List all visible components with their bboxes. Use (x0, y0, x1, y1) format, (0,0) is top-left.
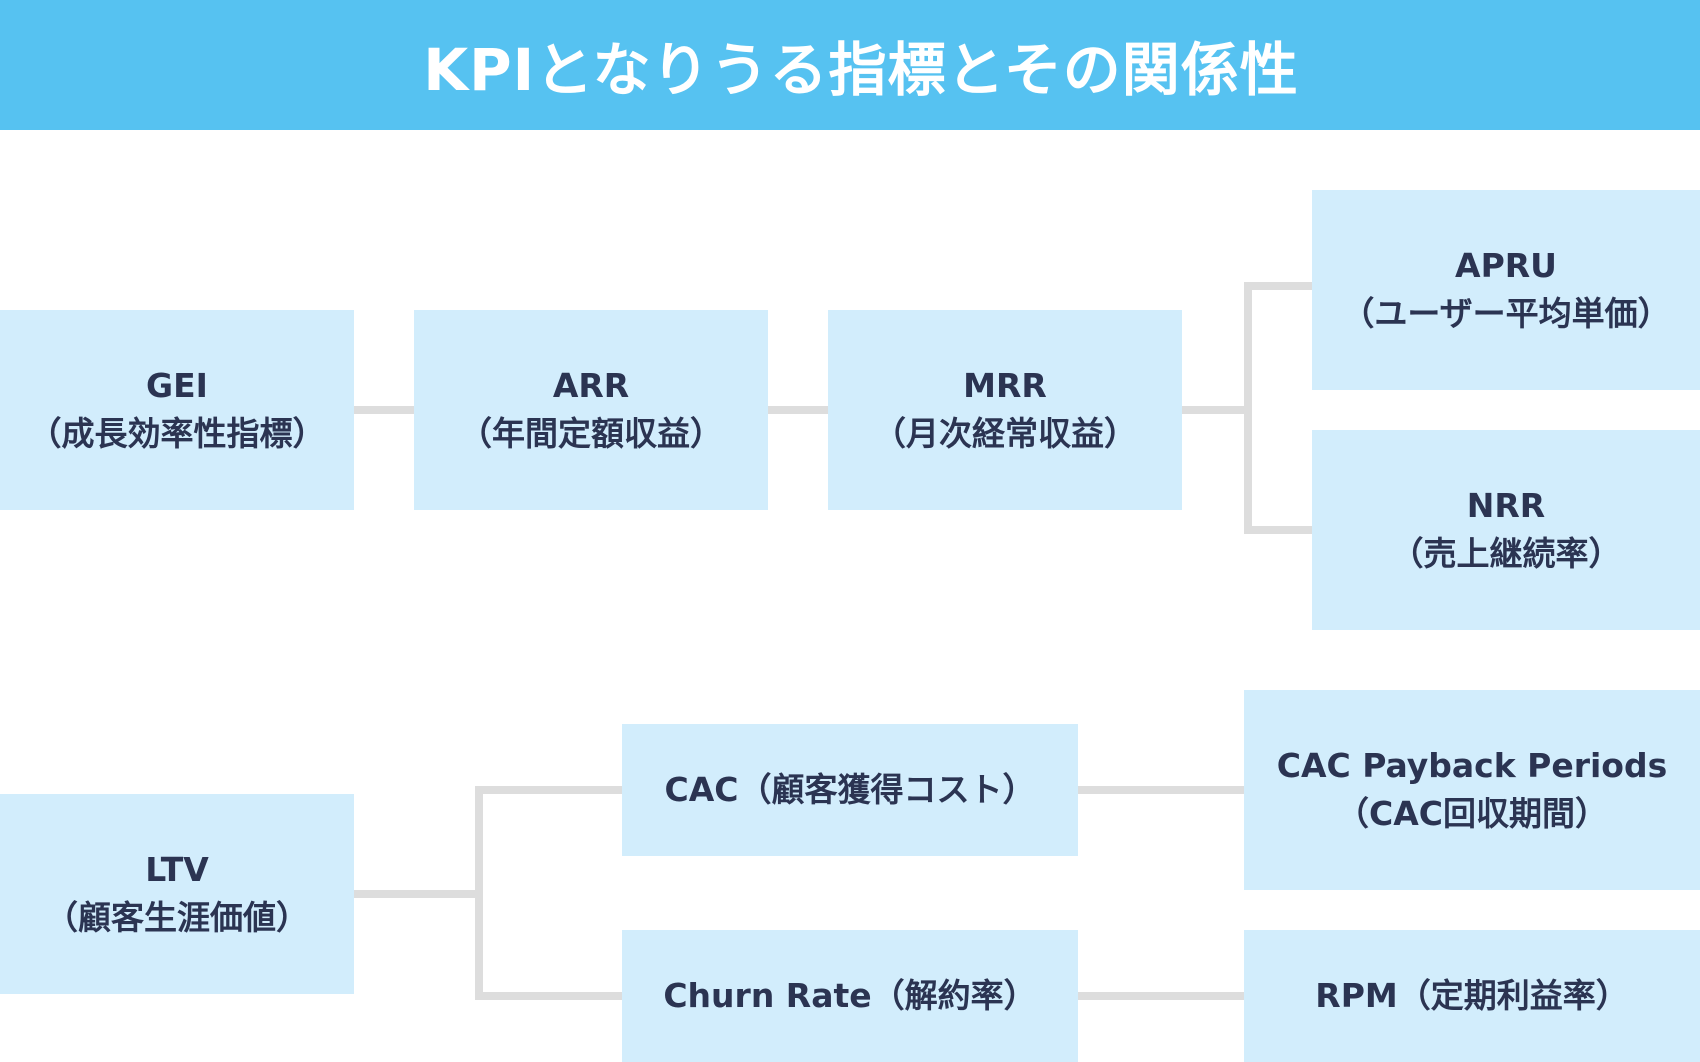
node-apru-sublabel: （ユーザー平均単価） (1341, 294, 1671, 333)
node-churn: Churn Rate（解約率） (622, 930, 1078, 1062)
node-ltv: LTV （顧客生涯価値） (0, 794, 354, 994)
node-mrr-label: MRR (963, 366, 1047, 405)
node-rpm: RPM（定期利益率） (1244, 930, 1700, 1062)
node-cac: CAC（顧客獲得コスト） (622, 724, 1078, 856)
node-payback-label: CAC Payback Periods (1276, 746, 1668, 785)
node-nrr: NRR （売上継続率） (1312, 430, 1700, 630)
node-apru: APRU （ユーザー平均単価） (1312, 190, 1700, 390)
node-arr-sublabel: （年間定額収益） (459, 414, 723, 453)
title-bar: KPIとなりうる指標とその関係性 (0, 0, 1700, 130)
node-gei: GEI （成長効率性指標） (0, 310, 354, 510)
node-nrr-sublabel: （売上継続率） (1390, 534, 1622, 573)
node-rpm-label: RPM（定期利益率） (1315, 976, 1629, 1015)
node-ltv-sublabel: （顧客生涯価値） (45, 898, 309, 937)
node-churn-label: Churn Rate（解約率） (663, 976, 1037, 1015)
node-ltv-label: LTV (145, 850, 209, 889)
node-gei-sublabel: （成長効率性指標） (28, 414, 326, 453)
node-arr: ARR （年間定額収益） (414, 310, 768, 510)
node-nrr-label: NRR (1466, 486, 1546, 525)
node-arr-label: ARR (552, 366, 630, 405)
page-title: KPIとなりうる指標とその関係性 (423, 36, 1299, 104)
node-cac-label: CAC（顧客獲得コスト） (664, 770, 1036, 809)
node-gei-label: GEI (146, 366, 208, 405)
node-apru-label: APRU (1455, 246, 1557, 285)
node-payback-sublabel: （CAC回収期間） (1336, 794, 1608, 833)
node-mrr-sublabel: （月次経常収益） (873, 414, 1137, 453)
node-mrr: MRR （月次経常収益） (828, 310, 1182, 510)
node-payback: CAC Payback Periods （CAC回収期間） (1244, 690, 1700, 890)
